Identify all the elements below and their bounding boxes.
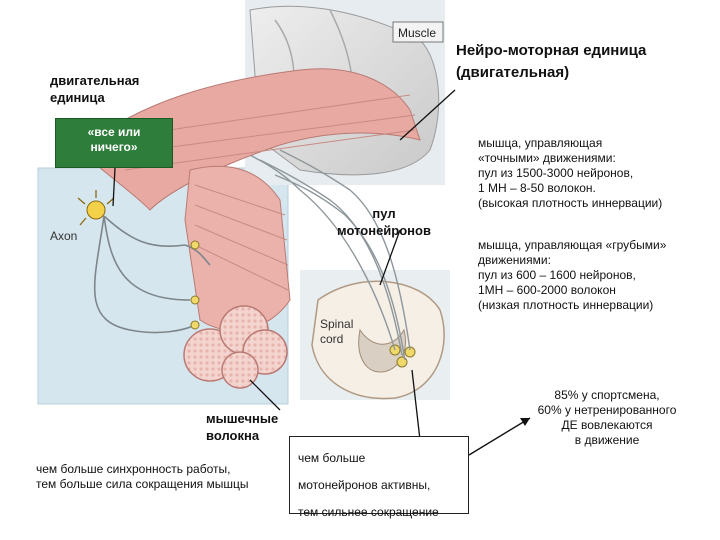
coarse-control-line-1: мышца, управляющая «грубыми» [478, 238, 714, 253]
motor-unit-label: двигательная единица [50, 72, 190, 106]
motoneuron-pool-line-1: пул [322, 205, 446, 222]
synchrony-note: чем больше синхронность работы, тем боль… [36, 462, 286, 492]
coarse-control-description: мышца, управляющая «грубыми» движениями:… [478, 238, 714, 313]
spinal-label-1: Spinal [320, 317, 353, 331]
motor-unit-label-line-2: единица [50, 89, 190, 106]
recruitment-percent-line-4: в движение [512, 433, 702, 448]
fine-control-line-1: мышца, управляющая [478, 136, 714, 151]
coarse-control-line-2: движениями: [478, 253, 714, 268]
page-title: Нейро-моторная единица (двигательная) [456, 40, 718, 84]
axon-label: Axon [50, 229, 77, 243]
all-or-nothing-line-2: ничего» [56, 140, 172, 155]
muscle-fibers-line-1: мышечные [206, 410, 306, 427]
title-line-1: Нейро-моторная единица [456, 40, 718, 62]
recruitment-box-line-1: чем больше [298, 445, 462, 472]
all-or-nothing-box: «все или ничего» [55, 118, 173, 168]
motoneuron-pool-line-2: мотонейронов [322, 222, 446, 239]
muscle-label: Muscle [398, 26, 436, 40]
coarse-control-line-3: пул из 600 – 1600 нейронов, [478, 268, 714, 283]
synchrony-note-line-1: чем больше синхронность работы, [36, 462, 286, 477]
fine-control-description: мышца, управляющая «точными» движениями:… [478, 136, 714, 211]
coarse-control-line-4: 1МН – 600-2000 волокон [478, 283, 714, 298]
recruitment-percent-line-3: ДЕ вовлекаются [512, 418, 702, 433]
recruitment-percent-line-2: 60% у нетренированного [512, 403, 702, 418]
fine-control-line-2: «точными» движениями: [478, 151, 714, 166]
recruitment-box-line-3: тем сильнее сокращение [298, 499, 462, 526]
fine-control-line-4: 1 МН – 8-50 волокон. [478, 181, 714, 196]
spinal-label-2: cord [320, 332, 343, 346]
synchrony-note-line-2: тем больше сила сокращения мышцы [36, 477, 286, 492]
recruitment-box-line-2: мотонейронов активны, [298, 472, 462, 499]
fine-control-line-5: (высокая плотность иннервации) [478, 196, 714, 211]
recruitment-box: чем больше мотонейронов активны, тем сил… [289, 436, 469, 514]
recruitment-percent-line-1: 85% у спортсмена, [512, 388, 702, 403]
fine-control-line-3: пул из 1500-3000 нейронов, [478, 166, 714, 181]
motoneuron-pool-label: пул мотонейронов [322, 205, 446, 239]
coarse-control-line-5: (низкая плотность иннервации) [478, 298, 714, 313]
all-or-nothing-line-1: «все или [56, 125, 172, 140]
title-line-2: (двигательная) [456, 62, 718, 84]
recruitment-percent: 85% у спортсмена, 60% у нетренированного… [512, 388, 702, 448]
motor-unit-label-line-1: двигательная [50, 72, 190, 89]
